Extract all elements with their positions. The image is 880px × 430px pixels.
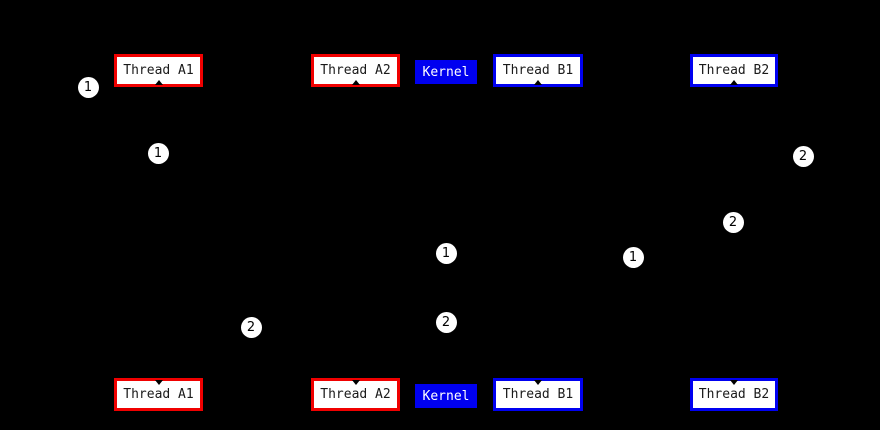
step-marker-label: 1 — [628, 249, 638, 265]
step-marker: 1 — [77, 76, 99, 98]
step-marker: 2 — [435, 311, 457, 333]
step-marker: 2 — [792, 145, 814, 167]
lifeline-notch — [730, 380, 738, 385]
kernel-label: Kernel — [422, 64, 470, 80]
thread-b1-label: Thread B1 — [502, 63, 574, 78]
step-marker: 1 — [435, 242, 457, 264]
kernel-label: Kernel — [422, 388, 470, 404]
thread-a2-header-top: Thread A2 — [311, 54, 400, 87]
thread-a2-label: Thread A2 — [320, 387, 391, 402]
step-marker-label: 2 — [246, 319, 256, 335]
step-marker-label: 2 — [798, 148, 808, 164]
kernel-header-top: Kernel — [415, 60, 477, 84]
thread-b1-header-top: Thread B1 — [493, 54, 583, 87]
thread-b2-label: Thread B2 — [698, 387, 770, 402]
lifeline-notch — [351, 80, 360, 85]
thread-a2-header-bottom: Thread A2 — [311, 378, 400, 411]
thread-a1-header-top: Thread A1 — [114, 54, 203, 87]
step-marker: 1 — [147, 142, 169, 164]
thread-a1-header-bottom: Thread A1 — [114, 378, 203, 411]
lifeline-notch — [154, 380, 163, 385]
thread-b2-label: Thread B2 — [698, 63, 770, 78]
step-marker-label: 2 — [728, 214, 738, 230]
thread-b1-label: Thread B1 — [502, 387, 574, 402]
lifeline-notch — [351, 380, 360, 385]
thread-b2-header-bottom: Thread B2 — [690, 378, 778, 411]
step-marker-label: 1 — [83, 79, 93, 95]
lifeline-notch — [154, 80, 163, 85]
thread-b2-header-top: Thread B2 — [690, 54, 778, 87]
thread-a2-label: Thread A2 — [320, 63, 391, 78]
step-marker: 2 — [722, 211, 744, 233]
step-marker: 1 — [622, 246, 644, 268]
lifeline-notch — [730, 80, 738, 85]
thread-b1-header-bottom: Thread B1 — [493, 378, 583, 411]
step-marker-label: 2 — [441, 314, 451, 330]
thread-a1-label: Thread A1 — [123, 63, 194, 78]
kernel-header-bottom: Kernel — [415, 384, 477, 408]
lifeline-notch — [534, 380, 542, 385]
step-marker: 2 — [240, 316, 262, 338]
step-marker-label: 1 — [153, 145, 163, 161]
step-marker-label: 1 — [441, 245, 451, 261]
lifeline-notch — [534, 80, 542, 85]
thread-a1-label: Thread A1 — [123, 387, 194, 402]
